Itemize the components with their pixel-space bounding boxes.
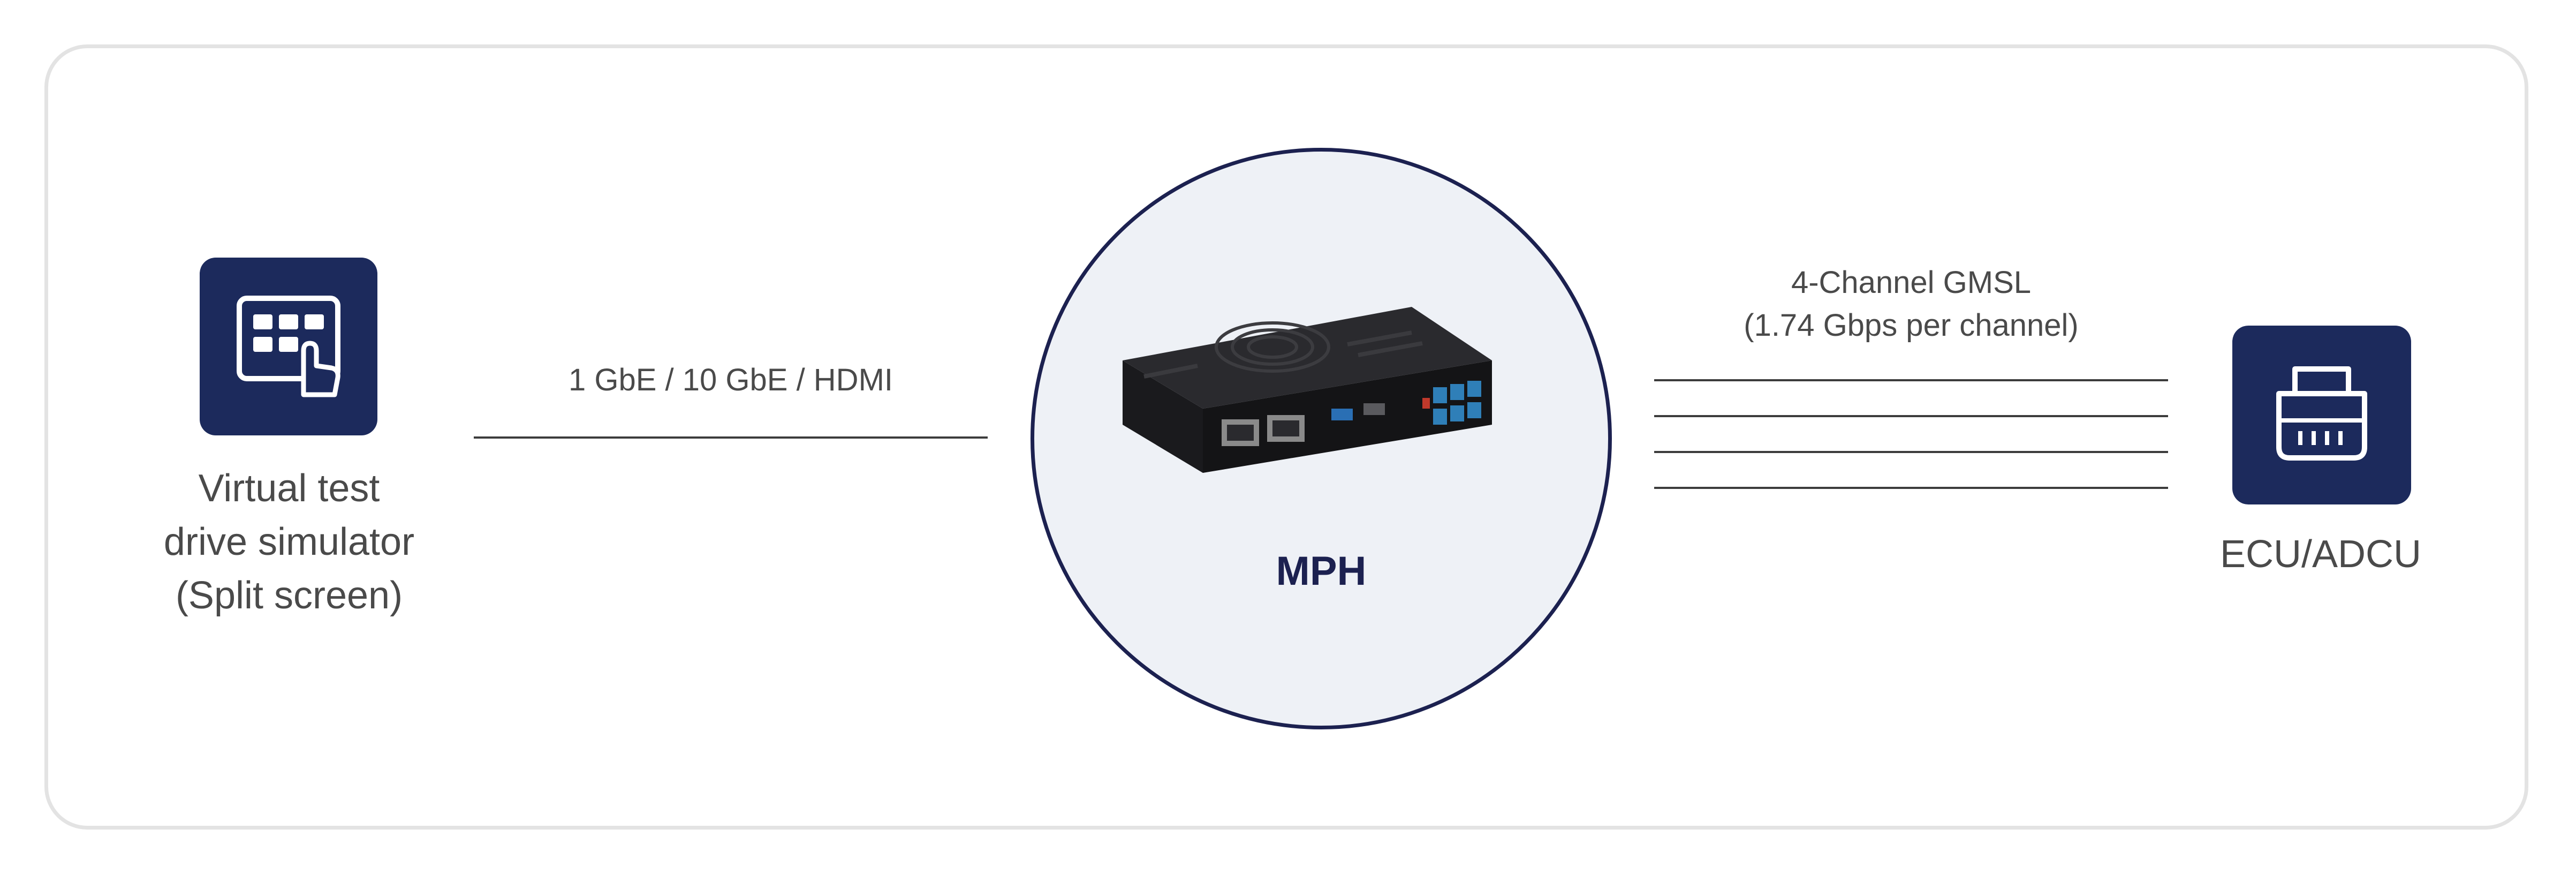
gmsl-link-label: 4-Channel GMSL (1.74 Gbps per channel) xyxy=(1744,265,2079,343)
ethernet-hdmi-link-line xyxy=(474,436,988,439)
ecu-connector-icon xyxy=(2276,366,2367,461)
gmsl-channel-line xyxy=(1654,415,2168,417)
mph-label: MPH xyxy=(1276,548,1367,594)
gmsl-channel-line xyxy=(1654,451,2168,453)
simulator-icon-tile xyxy=(200,258,377,435)
gmsl-channel-line xyxy=(1654,487,2168,489)
mph-device-photo xyxy=(1123,307,1492,473)
ethernet-hdmi-link-label: 1 GbE / 10 GbE / HDMI xyxy=(569,363,893,397)
simulator-label: Virtual test drive simulator (Split scre… xyxy=(163,467,415,617)
touchscreen-tap-icon xyxy=(237,296,340,397)
gmsl-channel-line xyxy=(1654,379,2168,381)
ecu-icon-tile xyxy=(2232,326,2411,504)
ecu-label: ECU/ADCU xyxy=(2219,533,2422,576)
mph-hub-circle: MPH xyxy=(1031,148,1612,729)
